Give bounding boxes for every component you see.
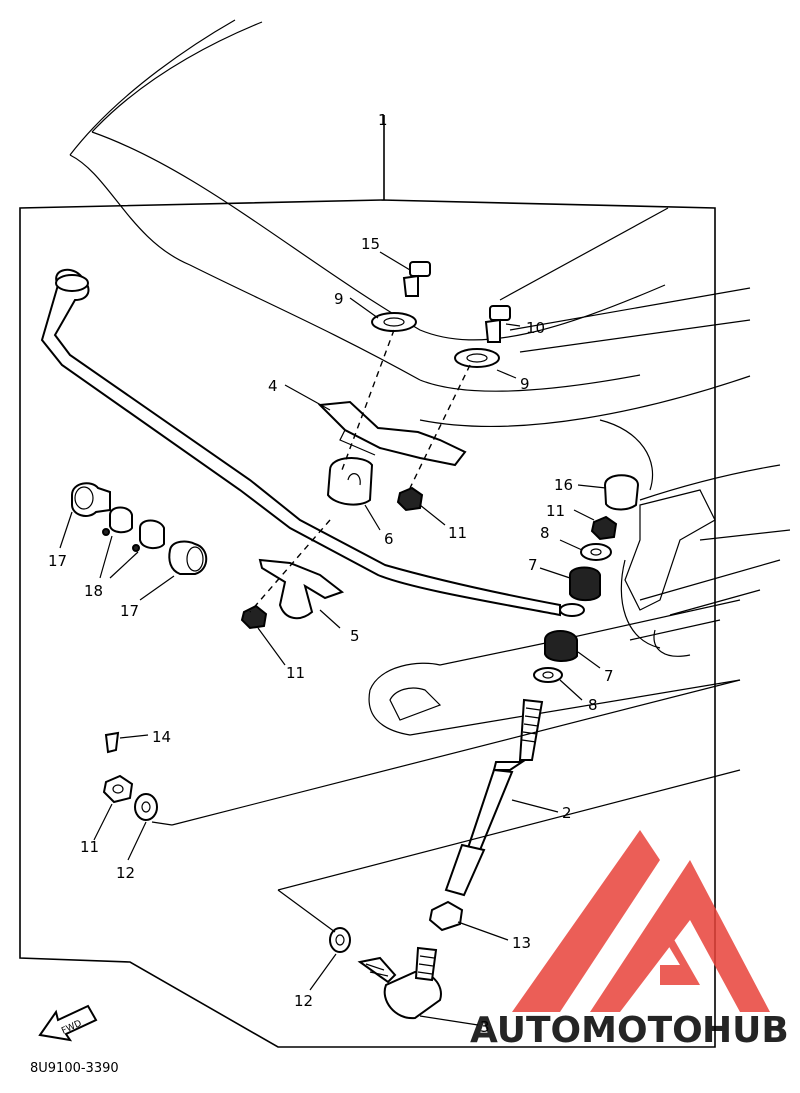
cap-16 [603, 474, 640, 511]
callout-18: 18 [84, 582, 103, 600]
nut-11-right [590, 515, 618, 541]
alignment-lines [249, 329, 471, 613]
diagram-code: 8U9100-3390 [30, 1061, 119, 1076]
vehicle-outline [69, 19, 791, 736]
callout-8-upper: 8 [540, 524, 550, 542]
automotohub-logo: AUTOMOTO HUB [470, 830, 789, 1051]
fwd-arrow-icon: FWD [38, 1004, 98, 1042]
callout-7-upper: 7 [528, 556, 538, 574]
collar-18 [102, 506, 165, 552]
washer-9-upper [371, 312, 417, 332]
callout-17-right: 17 [120, 602, 139, 620]
bushing-17-right [168, 540, 208, 575]
callout-12-left: 12 [116, 864, 135, 882]
nut-11-lower [240, 604, 268, 630]
rod-2 [444, 698, 544, 897]
nut-11-left [102, 774, 134, 804]
callout-9-right: 9 [520, 375, 530, 393]
callout-9-upper: 9 [334, 290, 344, 308]
bracket-4 [317, 400, 467, 467]
washer-8-upper [580, 543, 612, 561]
washer-12-lower [329, 927, 351, 953]
ball-joint-3 [357, 946, 442, 1020]
bolt-15 [402, 261, 431, 297]
callout-16: 16 [554, 476, 573, 494]
callout-6: 6 [384, 530, 394, 548]
nut-13 [428, 900, 464, 932]
bushing-17-left [71, 482, 111, 517]
callout-5: 5 [350, 627, 360, 645]
logo-word-hub: HUB [702, 1010, 789, 1051]
washer-9-right [454, 348, 500, 368]
logo-word-automoto: AUTOMOTO [470, 1010, 703, 1051]
bushing-7-lower [544, 630, 578, 662]
washer-12-left [134, 793, 158, 821]
nut-11-upper [396, 486, 424, 512]
bolt-10 [484, 305, 511, 343]
callout-13: 13 [512, 934, 531, 952]
callout-2: 2 [562, 804, 572, 822]
washer-8-lower [533, 667, 563, 683]
callout-10: 10 [526, 319, 545, 337]
bushing-7-upper [569, 566, 601, 602]
callout-3: 3 [480, 1018, 490, 1036]
callout-14: 14 [152, 728, 171, 746]
diagram-frame [19, 115, 716, 1048]
callout-11-right: 11 [546, 502, 565, 520]
holder-6 [326, 457, 374, 506]
callout-12-lower: 12 [294, 992, 313, 1010]
callout-11-lower: 11 [286, 664, 305, 682]
callout-labels: 1 2 3 4 5 6 7 7 8 8 9 9 10 11 11 11 11 1… [48, 111, 614, 1036]
callout-1: 1 [378, 111, 388, 129]
cotter-pin-14 [104, 731, 120, 754]
callout-11-upper: 11 [448, 524, 467, 542]
leader-lines [59, 251, 741, 1026]
callout-8-lower: 8 [588, 696, 598, 714]
holder-5 [258, 558, 345, 620]
stabilizer-bar [40, 268, 585, 617]
callout-11-left: 11 [80, 838, 99, 856]
callout-7-lower: 7 [604, 667, 614, 685]
callout-4: 4 [268, 377, 278, 395]
callout-17-left: 17 [48, 552, 67, 570]
callout-15: 15 [361, 235, 380, 253]
